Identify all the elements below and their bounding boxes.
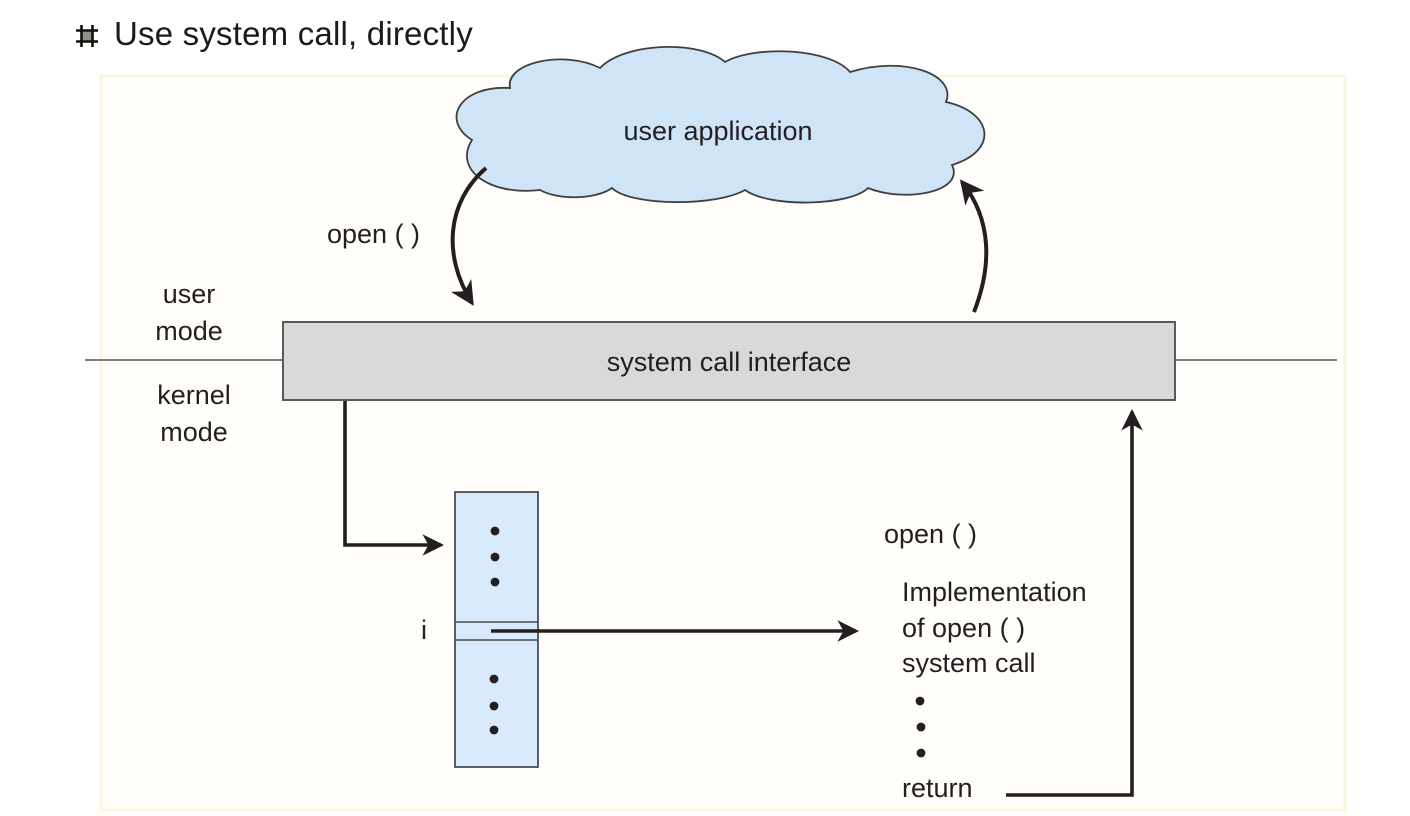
page-title: Use system call, directly [114,15,473,52]
user-application-label: user application [623,116,812,146]
open-call-label: open ( ) [327,219,420,249]
square-grid-bullet-icon [76,24,98,47]
impl-line1: Implementation [902,577,1087,607]
curved-arrow-up-icon [959,179,989,313]
impl-open-label: open ( ) [884,519,977,549]
user-mode-label-line1: user [163,279,216,309]
impl-line3: system call [902,648,1036,678]
system-call-interface-label: system call interface [607,347,852,377]
curved-arrow-down-icon [450,166,488,306]
user-application-cloud [455,45,986,204]
kernel-mode-label-line2: mode [160,417,228,447]
arrow-interface-to-table-icon [343,401,445,556]
system-call-interface-box [282,321,1176,401]
table-index-label: i [421,615,427,645]
impl-line2: of open ( ) [902,613,1025,643]
arrow-return-to-interface-icon [1006,408,1143,797]
user-mode-label-line2: mode [155,316,223,346]
return-label: return [902,773,973,803]
table-ellipsis-dots [489,526,500,735]
slide-title: Use system call, directly [74,15,473,52]
kernel-mode-label-line1: kernel [157,380,231,410]
impl-ellipsis-dots [915,696,926,758]
